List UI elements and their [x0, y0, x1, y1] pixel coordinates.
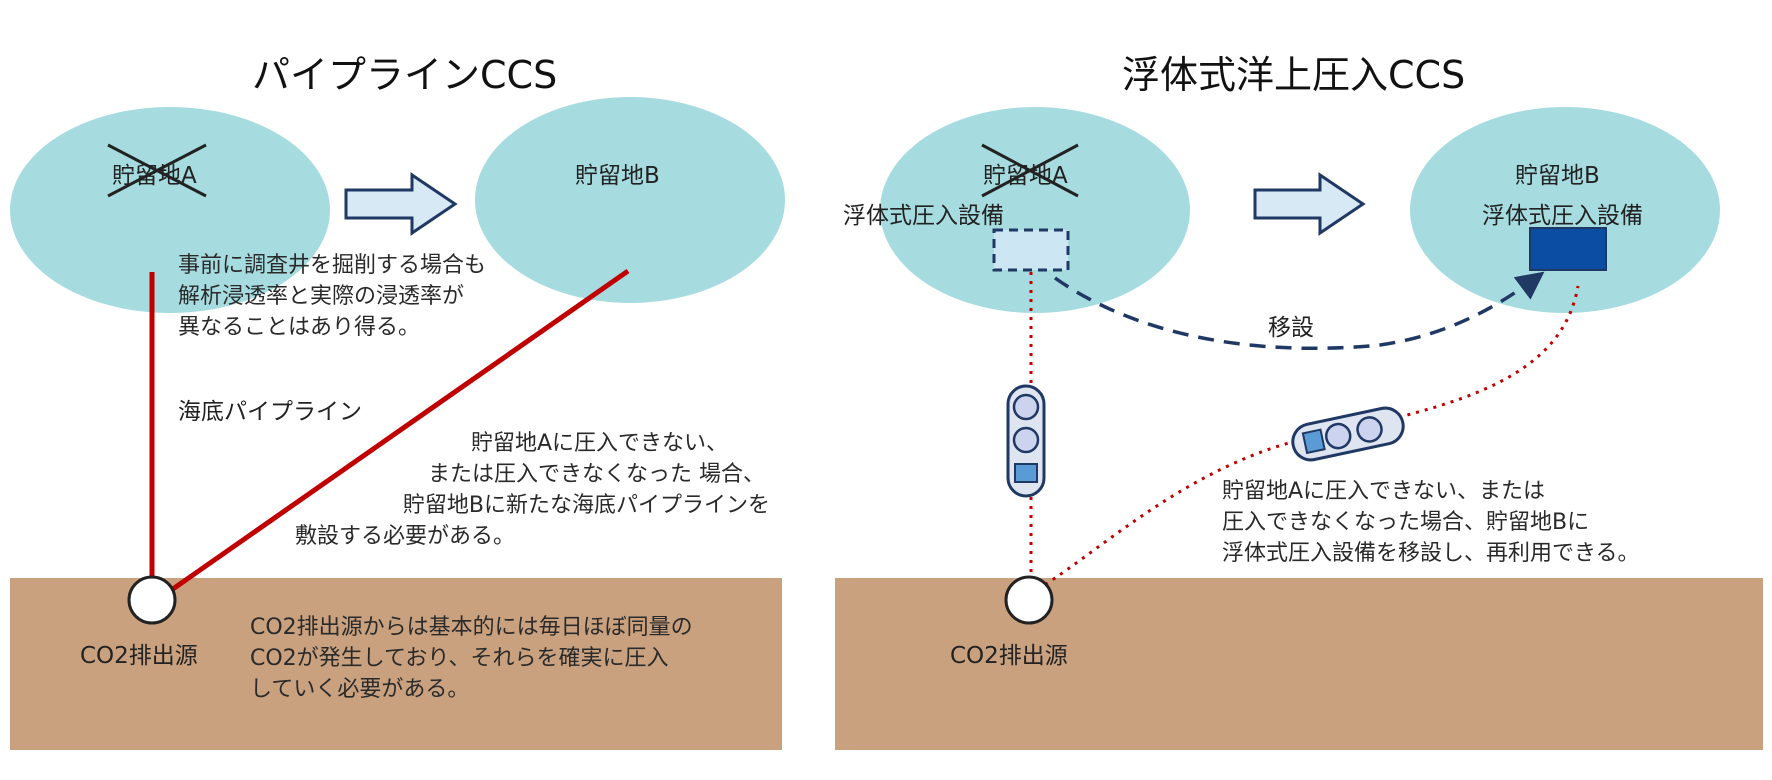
relocate-label: 移設 [1268, 315, 1314, 341]
left-reservoir-a [10, 107, 330, 313]
survey-note-line: 解析浸透率と実際の浸透率が [178, 284, 465, 309]
pipeline-to-reservoir-b [158, 268, 630, 601]
ghost-facility-box [992, 228, 1070, 272]
pipeline-note-line: 敷設する必要がある。 [295, 524, 516, 549]
left-cross-line-2 [107, 143, 207, 198]
left-reservoir-a-label: 貯留地A [112, 163, 197, 189]
pipeline-note-line: または圧入できなくなった 場合、 [428, 462, 765, 487]
right-block-arrow [1253, 172, 1366, 236]
facility-label-a: 浮体式圧入設備 [843, 203, 1004, 229]
right-reservoir-b [1410, 107, 1720, 313]
left-panel-title: パイプラインCCS [252, 53, 558, 97]
right-note-line: 圧入できなくなった場合、貯留地Bに [1222, 510, 1590, 535]
source-note: CO2排出源からは基本的には毎日ほぼ同量の CO2が発生しており、それらを確実に… [250, 612, 693, 705]
source-note-line: CO2排出源からは基本的には毎日ほぼ同量の [250, 615, 693, 640]
left-reservoir-b-label: 貯留地B [575, 163, 660, 189]
right-cross-line-2 [981, 143, 1079, 198]
right-co2-source-label: CO2排出源 [950, 643, 1068, 669]
right-note-line: 貯留地Aに圧入できない、または [1222, 479, 1546, 504]
right-reservoir-a-label: 貯留地A [983, 163, 1068, 189]
left-co2-source-marker [127, 575, 177, 625]
pipeline-note-line: 貯留地Bに新たな海底パイプラインを [402, 493, 770, 518]
left-block-arrow [344, 172, 458, 236]
right-co2-source-marker [1004, 575, 1054, 625]
right-note: 貯留地Aに圧入できない、または 圧入できなくなった場合、貯留地Bに 浮体式圧入設… [1222, 476, 1640, 569]
source-note-line: していく必要がある。 [250, 677, 470, 702]
survey-note-line: 異なることはあり得る。 [178, 315, 421, 340]
right-seabed [835, 578, 1763, 750]
pipeline-label: 海底パイプライン [178, 399, 362, 425]
right-panel-title: 浮体式洋上圧入CCS [1122, 53, 1466, 97]
right-reservoir-b-label: 貯留地B [1515, 163, 1600, 189]
pipeline-note: 貯留地Aに圧入できない、 または圧入できなくなった 場合、 貯留地Bに新たな海底… [280, 428, 770, 552]
relocate-path [1053, 271, 1545, 351]
right-reservoir-a [880, 107, 1190, 313]
left-reservoir-b [475, 97, 785, 303]
ship-angled [1291, 406, 1405, 462]
survey-note: 事前に調査井を掘削する場合も 解析浸透率と実際の浸透率が 異なることはあり得る。 [178, 250, 486, 343]
survey-note-line: 事前に調査井を掘削する場合も [178, 253, 487, 278]
left-co2-source-label: CO2排出源 [80, 643, 198, 669]
source-note-line: CO2が発生しており、それらを確実に圧入 [250, 646, 669, 671]
right-note-line: 浮体式圧入設備を移設し、再利用できる。 [1222, 541, 1640, 566]
facility-label-b: 浮体式圧入設備 [1482, 203, 1643, 229]
pipeline-note-line: 貯留地Aに圧入できない、 [470, 431, 728, 456]
active-facility-box [1529, 227, 1607, 271]
ship-vertical [1006, 384, 1046, 498]
